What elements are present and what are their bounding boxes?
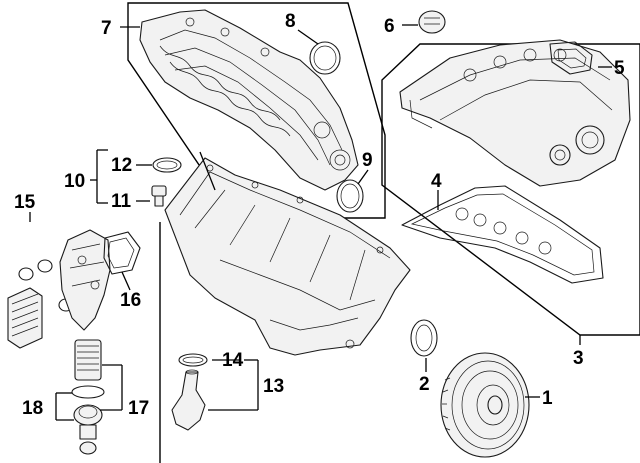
intake-gasket-8 — [309, 41, 341, 75]
oil-filter-element — [74, 339, 102, 381]
leader-9 — [357, 169, 369, 185]
filter-cap — [73, 404, 103, 455]
callout-16: 16 — [120, 290, 141, 311]
dipstick-group: 14 13 — [171, 350, 284, 431]
intake-manifold — [139, 9, 359, 191]
callout-15: 15 — [14, 192, 36, 213]
seal-group: 2 1 — [410, 319, 553, 458]
leader-8 — [297, 29, 319, 45]
valve-cover-group: 3 6 5 — [381, 10, 640, 369]
callout-12: 12 — [111, 155, 132, 176]
oil-cooler — [7, 287, 43, 349]
callout-10: 10 — [64, 171, 85, 192]
dipstick-tube — [171, 369, 206, 431]
crankshaft-seal-2 — [410, 319, 438, 357]
drain-plug-11 — [151, 185, 167, 207]
intake-manifold-group: 7 8 9 — [101, 2, 386, 219]
oil-pan-group: 10 12 11 — [64, 149, 411, 356]
housing-gasket-16 — [103, 231, 141, 275]
callout-8: 8 — [285, 11, 296, 32]
vibration-damper-1 — [440, 352, 530, 458]
o-ring-14 — [178, 353, 208, 367]
callout-18: 18 — [22, 398, 43, 419]
oil-filter-group: 15 16 — [7, 192, 161, 463]
callout-4: 4 — [431, 171, 442, 192]
gasket-5 — [549, 41, 593, 75]
leader-16 — [121, 271, 131, 291]
callout-3: 3 — [573, 348, 584, 369]
callout-6: 6 — [384, 16, 395, 37]
callout-9: 9 — [362, 150, 373, 171]
valve-cover-gasket-4 — [401, 185, 604, 284]
throttle-gasket-9 — [336, 179, 364, 213]
callout-13: 13 — [263, 376, 284, 397]
callout-2: 2 — [419, 374, 430, 395]
callout-5: 5 — [614, 58, 625, 79]
oil-pan — [164, 157, 411, 356]
oil-filler-cap-6 — [418, 10, 446, 34]
oil-filter-housing — [59, 229, 111, 331]
callout-11: 11 — [111, 191, 132, 212]
callout-17: 17 — [128, 398, 149, 419]
valve-cover-frame — [381, 43, 640, 336]
callout-7: 7 — [101, 18, 112, 39]
callout-1: 1 — [542, 388, 553, 409]
filter-o-ring-18a — [71, 385, 105, 399]
leader-pan — [199, 151, 216, 191]
gasket-ring-12 — [152, 157, 182, 173]
valve-cover — [399, 39, 631, 187]
intake-manifold-frame — [127, 2, 386, 219]
callout-14: 14 — [222, 350, 244, 371]
